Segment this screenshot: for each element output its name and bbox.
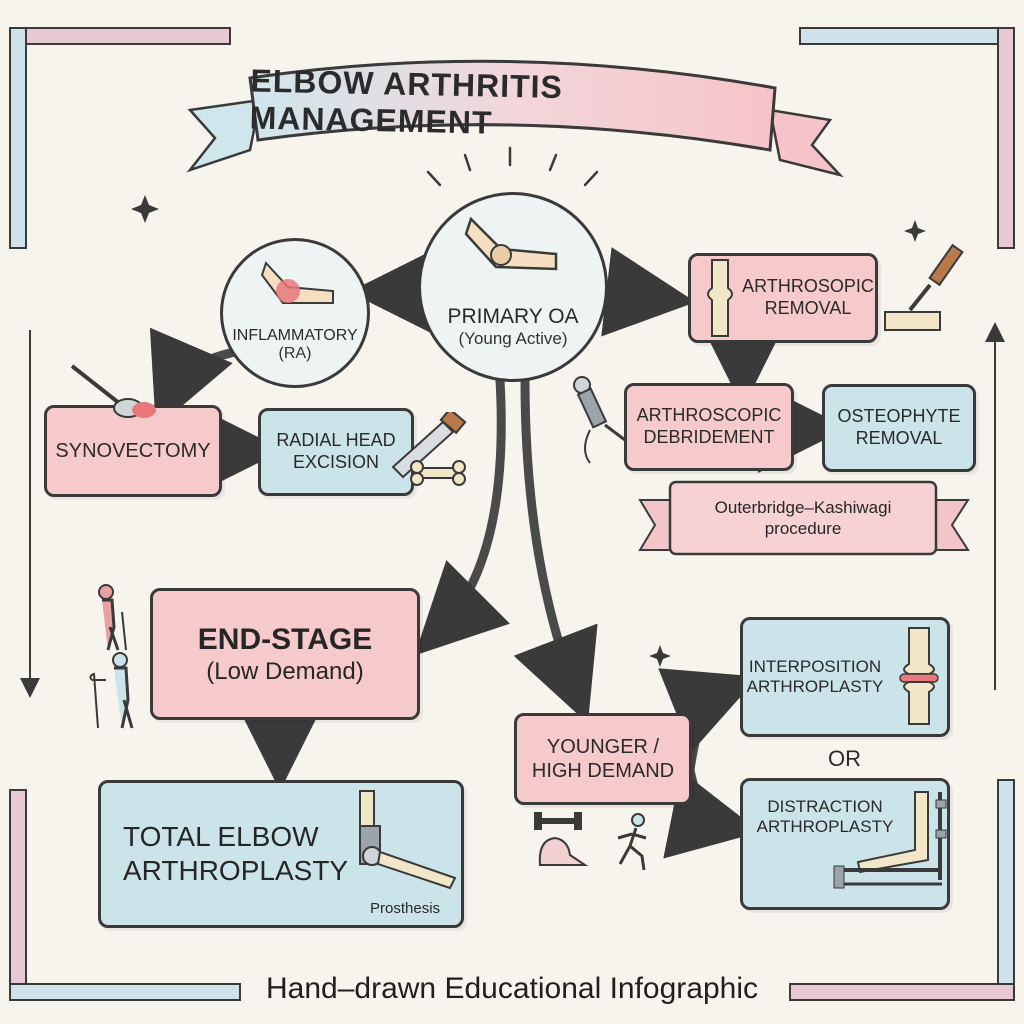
interposition-label: INTERPOSITION <box>748 656 882 676</box>
elbow-joint-icon <box>464 216 558 271</box>
arthroscope-icon <box>573 376 626 464</box>
inflammatory-sublabel: (RA) <box>278 345 312 362</box>
runner-icon <box>617 813 647 871</box>
corner-frame-top-left <box>9 27 231 249</box>
osteophyte-sublabel: REMOVAL <box>855 428 943 448</box>
corner-frame-top-right <box>799 27 1015 249</box>
inflammatory-label: INFLAMMATORY <box>232 327 358 344</box>
osteophyte-removal-node: OSTEOPHYTE REMOVAL <box>822 384 976 472</box>
knee-joint-icon <box>707 259 733 337</box>
bone-icon <box>410 460 466 486</box>
outerbridge-label: Outerbridge–Kashiwagi <box>714 497 892 517</box>
page-title: ELBOW ARTHRITIS MANAGEMENT <box>249 62 564 141</box>
radial-head-sublabel: EXCISION <box>292 452 380 472</box>
walker-person-icon <box>89 652 134 729</box>
synovectomy-node: SYNOVECTOMY <box>44 405 222 497</box>
distraction-label: DISTRACTION <box>767 797 883 816</box>
younger-high-demand-node: YOUNGER / HIGH DEMAND <box>514 713 692 805</box>
or-separator: OR <box>828 746 861 771</box>
external-fixator-icon <box>833 791 947 889</box>
primary-oa-node: PRIMARY OA (Young Active) <box>418 192 608 382</box>
spoon-tool-icon <box>70 364 156 418</box>
younger-label: YOUNGER / <box>546 736 660 758</box>
prosthesis-note: Prosthesis <box>370 900 441 917</box>
end-stage-sublabel: (Low Demand) <box>206 657 364 685</box>
younger-sublabel: HIGH DEMAND <box>531 760 675 782</box>
osteophyte-label: OSTEOPHYTE <box>837 406 961 427</box>
synovectomy-label: SYNOVECTOMY <box>55 440 211 462</box>
elderly-person-icon <box>98 584 127 651</box>
distraction-sublabel: ARTHROPLASTY <box>756 817 894 837</box>
corner-frame-bottom-right <box>789 779 1015 1001</box>
elbow-prosthesis-icon <box>359 790 457 890</box>
radial-head-label: RADIAL HEAD <box>276 430 396 451</box>
corner-frame-bottom-left <box>9 789 241 1001</box>
title-banner <box>186 59 844 178</box>
primary-oa-sublabel: (Young Active) <box>458 329 568 348</box>
inflammatory-node: INFLAMMATORY (RA) <box>220 238 370 388</box>
primary-oa-label: PRIMARY OA <box>447 305 579 328</box>
debridement-label: ARTHROSCOPIC <box>636 405 782 426</box>
outerbridge-sublabel: procedure <box>764 519 842 538</box>
footer-caption: Hand–drawn Educational Infographic <box>266 972 758 1005</box>
outerbridge-node: Outerbridge–Kashiwagi procedure <box>670 485 936 551</box>
end-stage-label: END-STAGE <box>197 622 373 656</box>
arthroscopic-removal-label: ARTHROSOPIC <box>742 276 874 297</box>
dumbbell-arm-icon <box>534 812 589 866</box>
interposition-joint-icon <box>899 627 939 725</box>
chisel-icon <box>884 243 964 331</box>
inflamed-elbow-icon <box>260 261 334 304</box>
total-elbow-label: TOTAL ELBOW <box>123 821 319 853</box>
end-stage-node: END-STAGE (Low Demand) <box>150 588 420 720</box>
total-elbow-sublabel: ARTHROPLASTY <box>123 855 349 886</box>
interposition-sublabel: ARTHROPLASTY <box>746 677 884 696</box>
debridement-sublabel: DEBRIDEMENT <box>643 427 775 447</box>
radial-head-excision-node: RADIAL HEAD EXCISION <box>258 408 414 496</box>
saw-icon <box>391 412 467 479</box>
arthroscopic-removal-sublabel: REMOVAL <box>764 298 852 318</box>
arthroscopic-debridement-node: ARTHROSCOPIC DEBRIDEMENT <box>624 383 794 471</box>
total-elbow-node: TOTAL ELBOW ARTHROPLASTY <box>98 780 464 928</box>
